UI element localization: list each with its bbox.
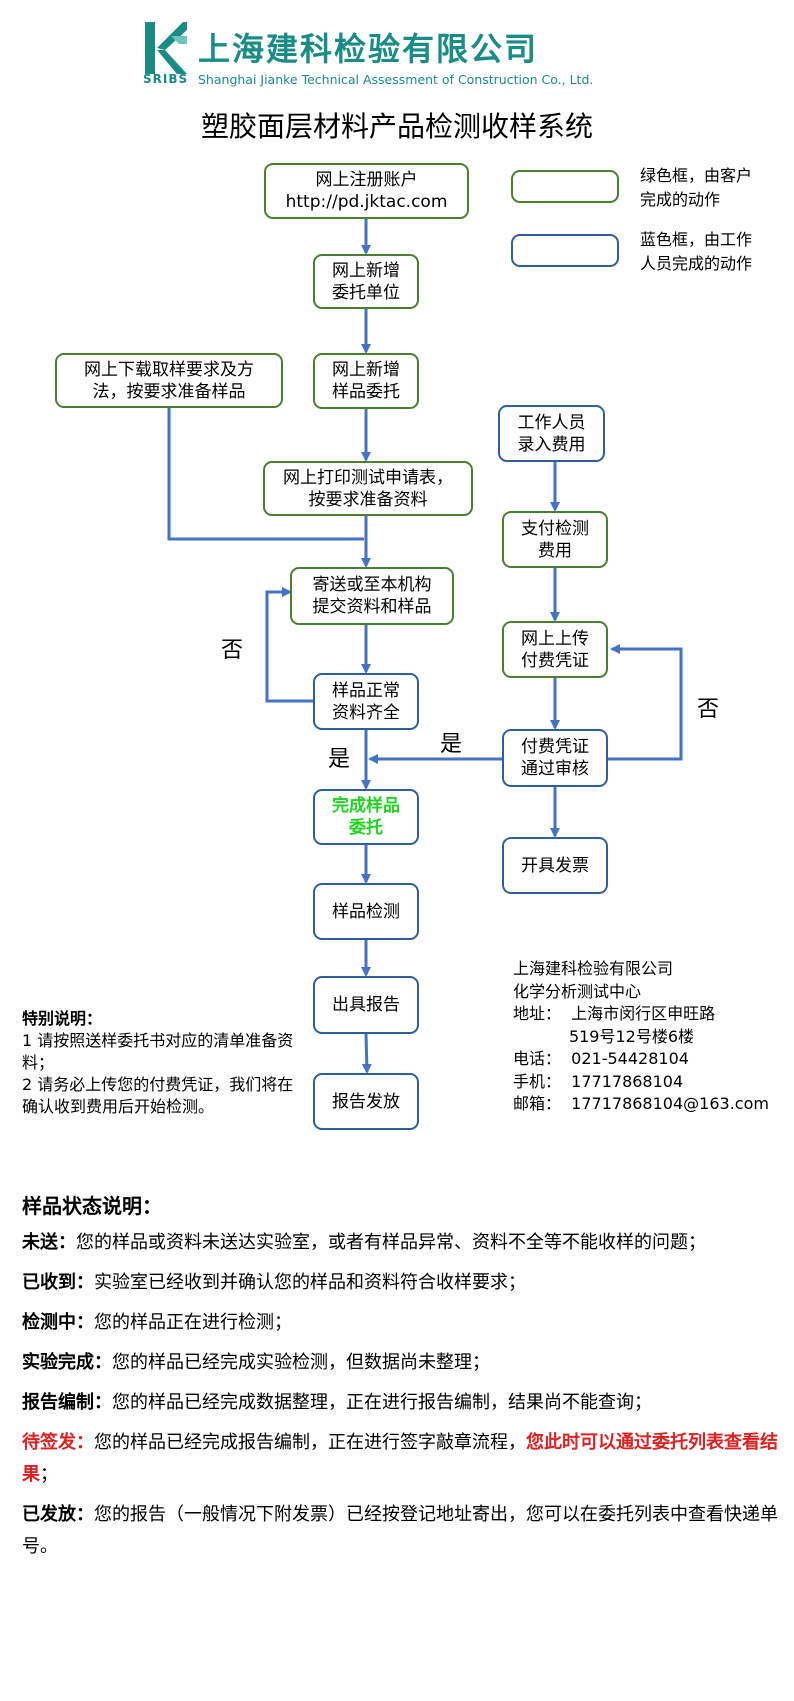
arrow-check-no-loop [265, 587, 313, 703]
status-term: 检测中： [22, 1312, 94, 1333]
logo-abbreviation: SRIBS [143, 72, 189, 86]
company-name-cn: 上海建科检验有限公司 [198, 30, 539, 68]
contact-address-line2: 519号12号楼6楼 [513, 1026, 695, 1046]
arrow-verify-no-loop [607, 644, 683, 761]
status-term: 已发放： [22, 1504, 94, 1525]
status-desc-tail: ； [40, 1464, 58, 1485]
contact-address-line1: 地址： 上海市闵行区申旺路 [513, 1004, 716, 1023]
box-complete-entrust: 完成样品 委托 [313, 789, 419, 845]
status-title: 样品状态说明： [22, 1194, 162, 1218]
box-register-account: 网上注册账户 http://pd.jktac.com [264, 163, 469, 219]
notes-item-1: 1 请按照送样委托书对应的清单准备资料； [22, 1031, 294, 1072]
status-emphasis: 您此时可以通过委托列表查看结果 [22, 1432, 778, 1485]
box-download-requirements: 网上下载取样要求及方 法，按要求准备样品 [55, 353, 283, 408]
box-pay-fee: 支付检测 费用 [502, 511, 608, 568]
contact-email: 邮箱： 17717868104@163.com [513, 1094, 769, 1113]
notes-item-2: 2 请务必上传您的付费凭证，我们将在确认收到费用后开始检测。 [22, 1075, 294, 1116]
legend-green-text: 绿色框，由客户 完成的动作 [640, 166, 753, 209]
company-name-en: Shanghai Jianke Technical Assessment of … [198, 72, 594, 87]
status-issued: 已发放：您的报告（一般情况下附发票）已经按登记地址寄出，您可以在委托列表中查看快… [22, 1499, 782, 1563]
box-new-sample-entrust: 网上新增 样品委托 [313, 353, 419, 409]
label-no-right: 否 [697, 697, 720, 722]
box-new-entrust-unit: 网上新增 委托单位 [313, 254, 419, 309]
status-desc: 您的样品或资料未送达实验室，或者有样品异常、资料不全等不能收样的问题； [76, 1232, 706, 1253]
label-yes-left: 是 [328, 747, 351, 772]
contact-phone: 电话： 021-54428104 [513, 1049, 689, 1068]
status-term: 未送： [22, 1232, 76, 1253]
status-testing: 检测中：您的样品正在进行检测； [22, 1307, 782, 1339]
box-verify-payment: 付费凭证 通过审核 [502, 729, 608, 787]
status-desc: 实验室已经收到并确认您的样品和资料符合收样要求； [94, 1272, 526, 1293]
legend-blue-text: 蓝色框，由工作 人员完成的动作 [640, 230, 753, 273]
legend-blue-box [511, 234, 619, 267]
status-pending-issue: 待签发：您的样品已经完成报告编制，正在进行签字敲章流程，您此时可以通过委托列表查… [22, 1427, 782, 1491]
company-logo-icon [145, 22, 187, 74]
status-term: 实验完成： [22, 1352, 112, 1373]
box-staff-enter-fee: 工作人员 录入费用 [498, 405, 605, 462]
contact-center: 化学分析测试中心 [513, 981, 642, 1001]
box-report-delivery: 报告发放 [313, 1073, 419, 1130]
box-sample-testing: 样品检测 [313, 883, 419, 940]
status-desc: 您的样品正在进行检测； [94, 1312, 292, 1333]
status-desc: 您的样品已经完成数据整理，正在进行报告编制，结果尚不能查询； [112, 1392, 652, 1413]
status-term: 报告编制： [22, 1392, 112, 1413]
box-issue-invoice: 开具发票 [502, 837, 608, 894]
legend-green-box [511, 170, 619, 203]
status-desc: 您的报告（一般情况下附发票）已经按登记地址寄出，您可以在委托列表中查看快递单号。 [22, 1504, 778, 1557]
label-yes-mid: 是 [440, 732, 463, 757]
status-term: 已收到： [22, 1272, 94, 1293]
status-desc: 您的样品已经完成报告编制，正在进行签字敲章流程， [94, 1432, 526, 1453]
notes-title: 特别说明： [22, 1009, 103, 1028]
box-sample-check: 样品正常 资料齐全 [313, 673, 419, 730]
arrow-report-to-issue [361, 1033, 372, 1074]
page-title: 塑胶面层材料产品检测收样系统 [200, 110, 593, 143]
status-test-complete: 实验完成：您的样品已经完成实验检测，但数据尚未整理； [22, 1347, 782, 1379]
status-term: 待签发： [22, 1432, 94, 1453]
status-report-editing: 报告编制：您的样品已经完成数据整理，正在进行报告编制，结果尚不能查询； [22, 1387, 782, 1419]
box-upload-payment-proof: 网上上传 付费凭证 [502, 621, 608, 678]
box-send-samples: 寄送或至本机构 提交资料和样品 [290, 567, 454, 625]
special-notes: 特别说明： 1 请按照送样委托书对应的清单准备资料； 2 请务必上传您的付费凭证… [22, 1008, 302, 1118]
arrow-download-to-send [167, 408, 364, 541]
sample-status-section: 样品状态说明： 未送：您的样品或资料未送达实验室，或者有样品异常、资料不全等不能… [22, 1190, 782, 1571]
contact-info: 上海建科检验有限公司化学分析测试中心地址： 上海市闵行区申旺路 519号12号楼… [513, 958, 769, 1116]
box-issue-report: 出具报告 [313, 976, 419, 1034]
status-desc: 您的样品已经完成实验检测，但数据尚未整理； [112, 1352, 490, 1373]
label-no-left: 否 [221, 638, 244, 663]
contact-mobile: 手机： 17717868104 [513, 1071, 684, 1091]
contact-company: 上海建科检验有限公司 [513, 959, 674, 978]
status-received: 已收到：实验室已经收到并确认您的样品和资料符合收样要求； [22, 1267, 782, 1299]
box-print-application: 网上打印测试申请表， 按要求准备资料 [263, 461, 473, 516]
status-unsent: 未送：您的样品或资料未送达实验室，或者有样品异常、资料不全等不能收样的问题； [22, 1227, 782, 1259]
